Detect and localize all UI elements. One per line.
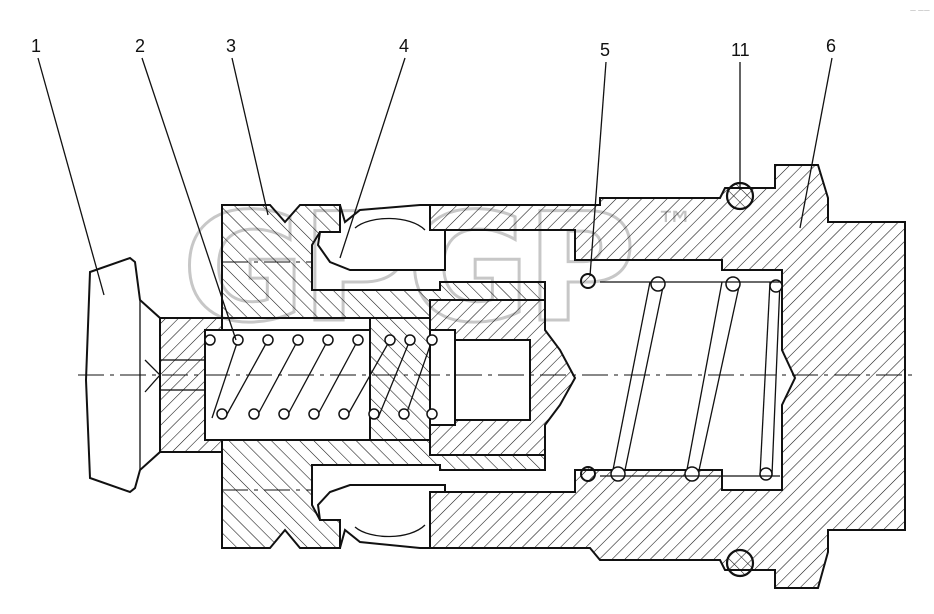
callout-labels: 1 2 3 4 5 11 6: [31, 36, 836, 60]
spring-left: [204, 334, 438, 420]
spring-chamber-left: [159, 317, 431, 453]
piston-core: [454, 339, 531, 421]
spring-right: [600, 276, 783, 482]
callout-4: 4: [399, 36, 409, 56]
callout-6: 6: [826, 36, 836, 56]
corner-mark: — ——: [910, 7, 930, 14]
leader-lines: [37, 57, 833, 341]
o-ring: [725, 181, 755, 578]
valve-seat: [316, 204, 446, 549]
callout-1: 1: [31, 36, 41, 56]
callout-11: 11: [731, 40, 750, 60]
piston: [429, 299, 577, 456]
seal-ring-small: [580, 273, 596, 482]
callout-5: 5: [600, 40, 610, 60]
callout-2: 2: [135, 36, 145, 56]
callout-3: 3: [226, 36, 236, 56]
